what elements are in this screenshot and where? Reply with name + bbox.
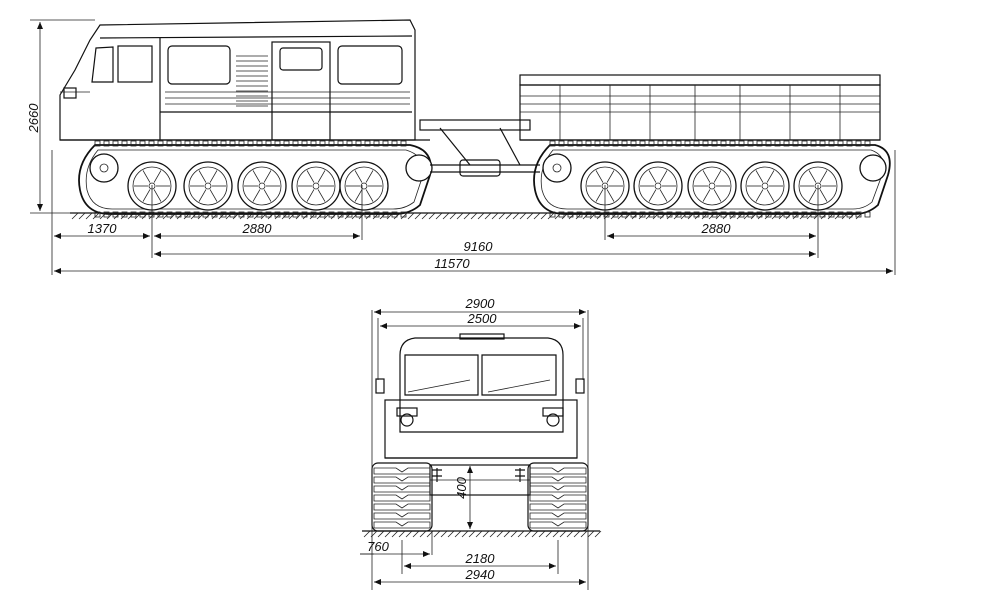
dim-track-width: 760 — [360, 539, 430, 557]
dim-outer-gauge: 2940 — [374, 567, 586, 585]
dim-overall-length-label: 11570 — [434, 256, 470, 271]
front-cab — [375, 333, 585, 496]
side-view: 2660 1370 2880 2880 9160 — [26, 19, 896, 275]
tow-hook-left-icon — [432, 468, 442, 482]
tractor-body — [59, 19, 430, 141]
trailer-road-wheel — [687, 161, 737, 211]
dim-overall-length: 11570 — [54, 256, 893, 274]
front-dim-extension-lines — [371, 310, 589, 590]
dim-ground-clearance: 400 — [454, 466, 473, 529]
dim-track-base-rear-label: 2880 — [701, 221, 732, 236]
trailer-track — [533, 140, 891, 218]
dim-ground-clearance-label: 400 — [454, 476, 469, 498]
coupling — [419, 119, 540, 177]
dim-inner-gauge-label: 2180 — [465, 551, 496, 566]
tow-hook-right-icon — [515, 468, 525, 482]
trailer-road-wheel — [633, 161, 683, 211]
dim-height-label: 2660 — [26, 103, 41, 134]
trailer-sprocket — [542, 153, 572, 183]
dim-extension-lines — [51, 150, 896, 275]
trailer-road-wheel — [740, 161, 790, 211]
dim-axle-span-label: 9160 — [464, 239, 494, 254]
dim-overall-width-label: 2900 — [465, 296, 496, 311]
ground-line-front — [362, 530, 602, 538]
tractor-sprocket — [89, 153, 119, 183]
tractor-road-wheel — [339, 161, 389, 211]
tractor-road-wheel — [237, 161, 287, 211]
dim-body-width: 2500 — [380, 311, 581, 329]
side-louvres — [165, 55, 410, 107]
dim-inner-gauge: 2180 — [404, 551, 556, 569]
front-track-right — [527, 462, 589, 532]
tractor-road-wheel — [183, 161, 233, 211]
dim-height: 2660 — [26, 19, 95, 214]
trailer-idler — [859, 154, 887, 182]
tractor-idler — [405, 154, 433, 182]
dim-track-base-rear: 2880 — [607, 221, 816, 239]
dim-outer-gauge-label: 2940 — [465, 567, 496, 582]
dim-track-base-front-label: 2880 — [242, 221, 273, 236]
tractor-road-wheel — [291, 161, 341, 211]
front-track-left — [371, 462, 433, 532]
dim-axle-span: 9160 — [154, 239, 816, 257]
front-view: 2900 2500 400 760 2180 2940 — [360, 296, 602, 590]
dim-body-width-label: 2500 — [467, 311, 498, 326]
dim-front-overhang: 1370 — [54, 221, 150, 239]
tractor-track — [78, 140, 433, 218]
dim-track-width-label: 760 — [367, 539, 389, 554]
dim-front-overhang-label: 1370 — [88, 221, 118, 236]
dim-overall-width: 2900 — [374, 296, 586, 315]
trailer-body — [519, 74, 881, 141]
dim-track-base-front: 2880 — [154, 221, 360, 239]
